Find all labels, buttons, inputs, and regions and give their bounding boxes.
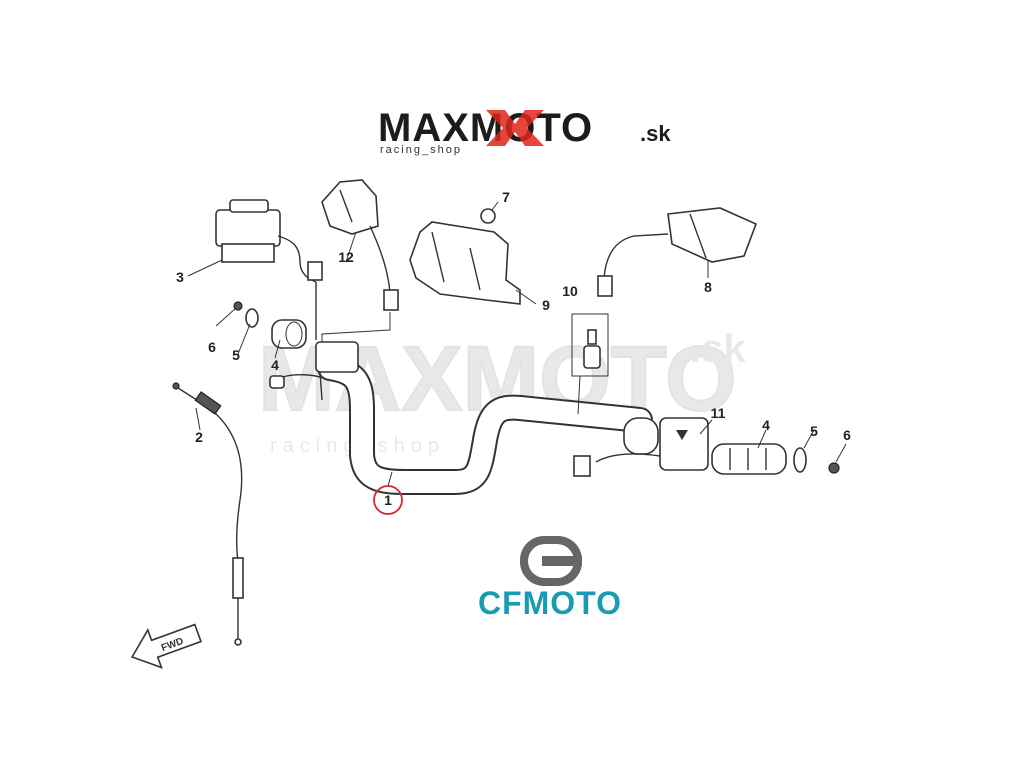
part-left-mirror: [321, 179, 399, 350]
callout-6-right: 6: [843, 427, 851, 443]
logo-x-accent: [486, 110, 544, 146]
callout-9: 9: [542, 297, 550, 313]
part-left-lever-assembly: [269, 341, 359, 401]
callout-8: 8: [704, 279, 712, 295]
part-clamp: [571, 313, 609, 415]
part-cover: [409, 221, 521, 305]
logo-tagline: racing_shop: [380, 144, 462, 156]
part-master-cylinder: [215, 199, 323, 340]
fwd-arrow: FWD: [130, 623, 202, 669]
logo-text: MAXMOTO: [378, 106, 593, 150]
maxmoto-logo: MAXMOTO .sk racing_shop: [378, 106, 671, 156]
part-right-grip-assembly: [573, 417, 840, 477]
watermark-suffix: .sk: [690, 327, 746, 371]
callout-2: 2: [195, 429, 203, 445]
logo-suffix: .sk: [640, 121, 671, 146]
callout-5-left: 5: [232, 347, 240, 363]
callout-labels: 1 2 3 4 4 5 5 6 6 7 8 9 10 11 12: [176, 189, 851, 508]
callout-3: 3: [176, 269, 184, 285]
callout-4-right: 4: [762, 417, 770, 433]
callout-highlight-circle: [373, 485, 403, 515]
cfmoto-wordmark: CFMOTO: [478, 585, 622, 621]
part-plug: [480, 208, 496, 224]
callout-4-left: 4: [271, 357, 279, 373]
cfmoto-logo: CFMOTO: [478, 536, 622, 621]
callout-1: 1: [384, 492, 392, 508]
callout-7: 7: [502, 189, 510, 205]
callout-10: 10: [562, 283, 578, 299]
callout-5-right: 5: [810, 423, 818, 439]
callout-11: 11: [711, 405, 726, 421]
callout-12: 12: [338, 249, 354, 265]
handlebar: [319, 357, 651, 493]
part-throttle-cable: [172, 382, 244, 646]
part-right-mirror: [597, 207, 758, 297]
callout-6-left: 6: [208, 339, 216, 355]
part-left-grip: [233, 301, 307, 349]
callout-leaders: [187, 201, 847, 487]
